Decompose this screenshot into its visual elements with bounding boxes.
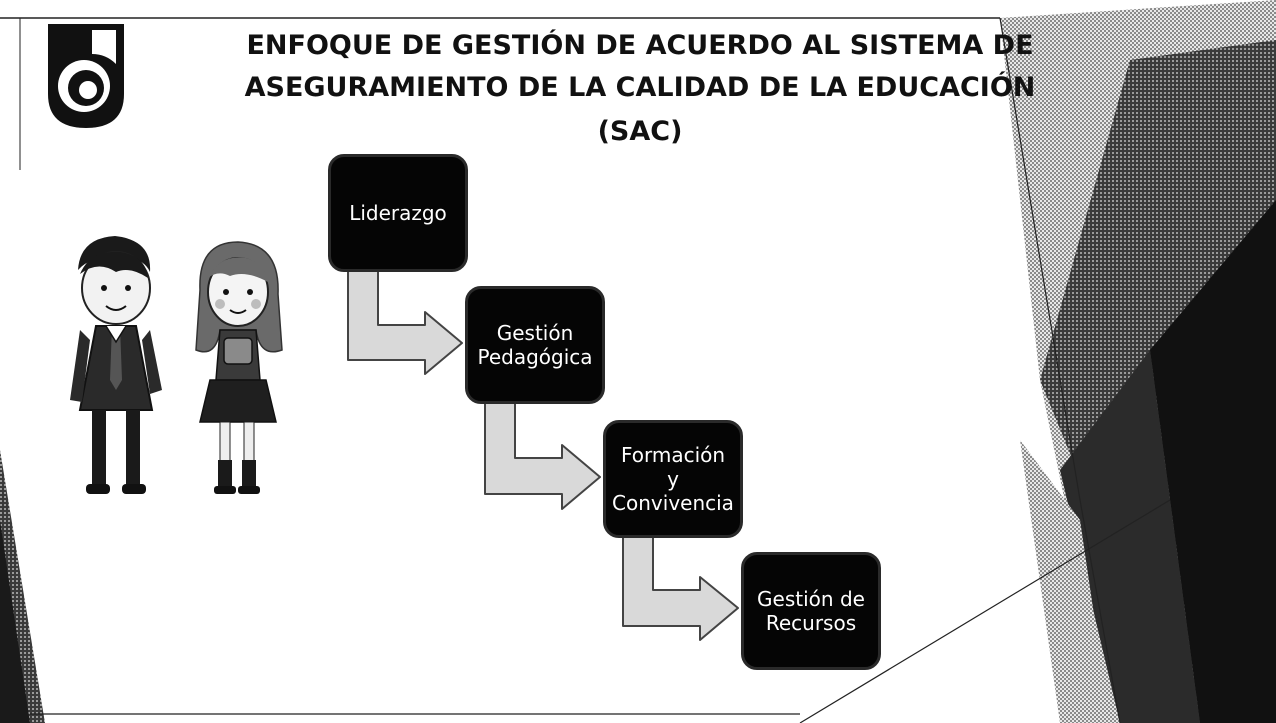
step-2-line-2: Pedagógica xyxy=(477,345,593,369)
step-3-line-1: Formación y xyxy=(620,443,726,491)
girl-student-illustration xyxy=(195,241,283,494)
title-line-2: ASEGURAMIENTO DE LA CALIDAD DE LA EDUCAC… xyxy=(244,72,1036,103)
step-2-line-1: Gestión xyxy=(496,321,574,345)
step-4-line-2: Recursos xyxy=(765,611,857,635)
title-line-3: (SAC) xyxy=(597,116,683,147)
right-facet-dark xyxy=(1150,200,1276,723)
step-box-gestion-pedagogica: Gestión Pedagógica xyxy=(465,286,605,404)
step-1-line-1: Liderazgo xyxy=(349,201,447,225)
arrow-2 xyxy=(484,401,601,510)
step-box-liderazgo: Liderazgo xyxy=(328,154,468,272)
arrow-3 xyxy=(622,536,739,641)
boy-student-illustration xyxy=(70,236,162,494)
step-3-line-2: Convivencia xyxy=(612,491,734,515)
school-logo-icon xyxy=(48,24,124,128)
step-4-line-1: Gestión de xyxy=(757,587,865,611)
arrow-1 xyxy=(347,267,463,375)
step-box-formacion-convivencia: Formación y Convivencia xyxy=(603,420,743,538)
step-box-gestion-recursos: Gestión de Recursos xyxy=(741,552,881,670)
title-line-1: ENFOQUE DE GESTIÓN DE ACUERDO AL SISTEMA… xyxy=(246,30,1034,61)
students-illustration xyxy=(70,236,283,494)
